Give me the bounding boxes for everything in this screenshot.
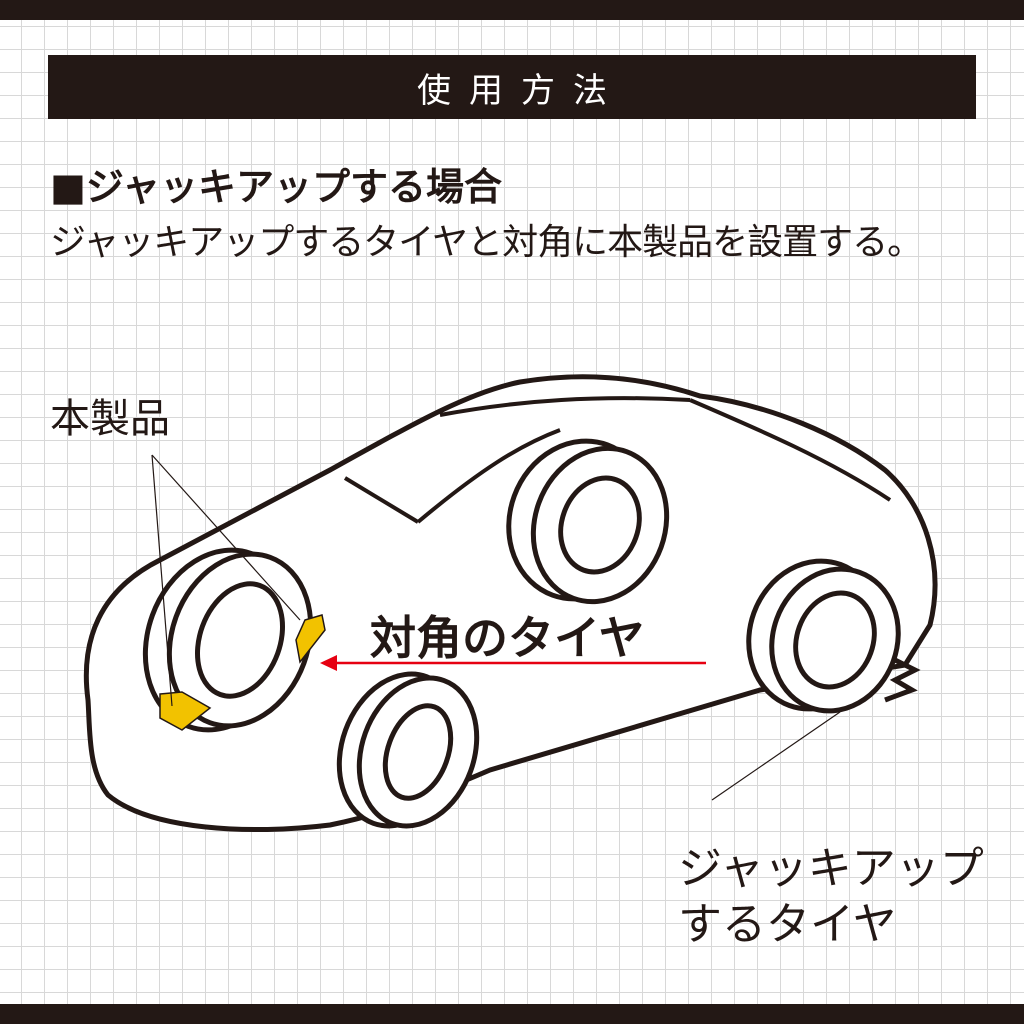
wheel-chock-front <box>159 691 212 731</box>
car-body <box>83 374 938 833</box>
rear-line <box>689 398 892 502</box>
tire-rear-right-jacked <box>746 558 921 714</box>
wheel-chock-rear <box>295 614 326 664</box>
bottom-border <box>0 1004 1024 1024</box>
roof-line <box>439 396 691 417</box>
tire-front-left <box>142 547 314 733</box>
tire-front-right <box>336 671 480 829</box>
windshield-line <box>343 476 420 524</box>
top-border <box>0 0 1024 20</box>
jack-tire-label-line1: ジャッキアップ <box>678 843 984 894</box>
instruction-text: ジャッキアップするタイヤと対角に本製品を設置する。 <box>50 222 923 263</box>
wheel-chocks <box>159 614 326 731</box>
product-label: 本製品 <box>50 396 170 442</box>
section-heading: ■ジャッキアップする場合 <box>50 165 503 209</box>
jack-tire-label-line2: するタイヤ <box>678 899 897 950</box>
diagonal-tire-label: 対角のタイヤ <box>370 611 645 665</box>
page-title: 使用方法 <box>48 55 976 119</box>
tire-rear-left <box>506 438 670 605</box>
leader-lines <box>151 454 841 801</box>
side-window-line <box>416 428 561 524</box>
red-arrow <box>320 655 706 671</box>
